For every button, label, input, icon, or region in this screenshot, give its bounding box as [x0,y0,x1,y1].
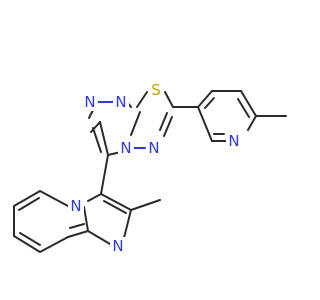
bond-pyr-2 [13,190,41,207]
bonds [13,90,287,253]
bond-rp-1 [197,90,213,108]
bond-imid-1-inner [103,200,127,214]
bond-imid-2 [123,209,132,239]
bond-rp-4 [247,115,257,131]
bond-imid-4 [83,206,89,232]
bond-pyr-6-inner [69,223,85,229]
bond-pyr-2-inner [18,197,40,211]
bond-rp-1-inner [204,97,215,109]
bond-pyr-6 [67,230,89,238]
atom-nitrogen-triazole-2: N [115,93,126,111]
bond-imid-5 [87,193,102,202]
bond-rp-3 [240,90,257,117]
bond-pyr-4-inner [19,232,41,246]
bond-pyr-1 [39,190,69,207]
atom-nitrogen-fused: N [120,139,131,157]
molecule-structure: S N N N N N N N [13,81,287,255]
bond-pyr-4 [13,235,41,253]
bond-c-n-triazole-left [99,121,109,156]
bond-rp-6 [197,106,213,142]
atom-nitrogen-triazole-1: N [84,93,95,111]
bond-imid-3 [87,230,111,245]
atom-nitrogen-pyridine: N [228,132,239,150]
bond-c-n-top [90,121,101,133]
bond-rp-3-inner [237,98,250,118]
bond-c-n-thiadiazole-inner [159,112,168,131]
atom-nitrogen-bridgehead: N [70,197,81,215]
atom-labels: S N N N N N N N [68,81,242,255]
bond-c-n-thiadiazole [163,116,173,137]
atom-nitrogen-thiadiazole: N [148,139,159,157]
bond-imid-1 [100,193,132,211]
bond-c-n-fused [130,111,141,136]
bond-linker [100,154,109,195]
bond-c-s [136,91,148,108]
bond-pyr-5 [39,236,69,253]
atom-sulfur: S [151,81,161,99]
bond-methyl-imid [130,199,161,211]
bond-c-n-triazole-left-inner [92,127,102,153]
bond-s-c [164,91,174,108]
atom-nitrogen-imidazole: N [112,237,123,255]
